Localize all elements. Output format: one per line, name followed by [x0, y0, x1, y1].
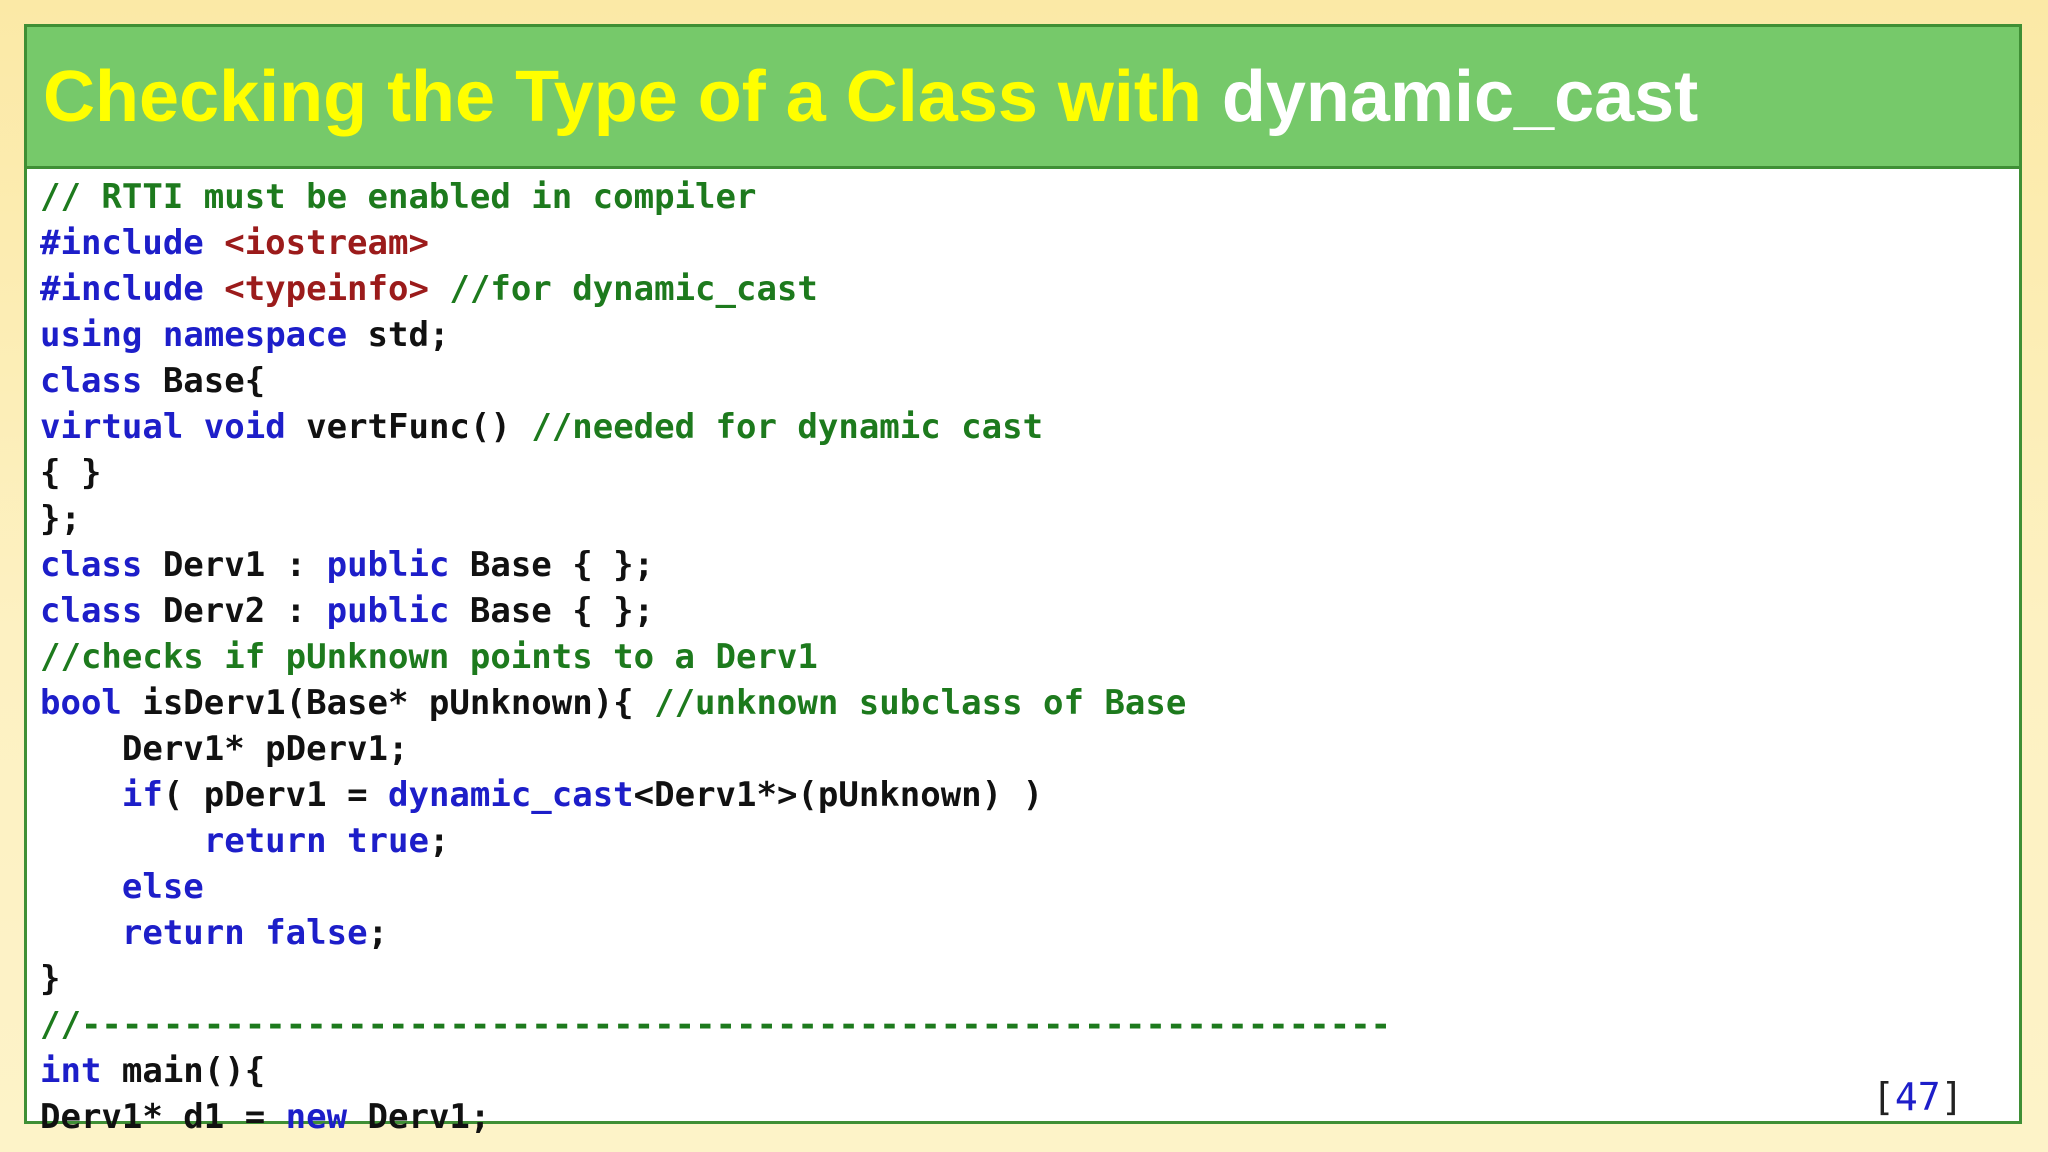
code-token [327, 821, 347, 861]
code-token: using [40, 315, 143, 355]
code-token: class [40, 591, 143, 631]
code-token: else [121, 867, 204, 907]
page-number-value: 47 [1894, 1075, 1941, 1119]
page-number-open-bracket: [ [1872, 1075, 1895, 1119]
code-line: virtual void vertFunc() //needed for dyn… [40, 404, 1391, 450]
code-line: Derv1* pDerv1; [40, 726, 1391, 772]
code-token: public [326, 545, 450, 585]
code-token: namespace [162, 315, 348, 355]
code-token: new [285, 1097, 348, 1137]
code-line: class Derv1 : public Base { }; [40, 542, 1391, 588]
code-token: std; [347, 315, 450, 355]
code-token: <iostream> [224, 223, 429, 263]
slide-title-part2: dynamic_cast [1221, 57, 1699, 137]
code-token: ( pDerv1 = [162, 775, 389, 815]
code-token: //--------------------------------------… [40, 1005, 1392, 1045]
code-line: return true; [40, 818, 1391, 864]
code-token: // RTTI must be enabled in compiler [40, 177, 757, 217]
code-token: vertFunc() [285, 407, 532, 447]
code-line: return false; [40, 910, 1391, 956]
code-token: Derv1* pDerv1; [40, 729, 409, 769]
code-token: public [326, 591, 450, 631]
slide-title: Checking the Type of a Class with dynami… [43, 57, 1698, 137]
code-line: else [40, 864, 1391, 910]
code-line: class Derv2 : public Base { }; [40, 588, 1391, 634]
code-token: //checks if pUnknown points to a Derv1 [40, 637, 818, 677]
code-token: void [203, 407, 286, 447]
code-block: // RTTI must be enabled in compiler#incl… [40, 174, 1391, 1140]
code-token: if [121, 775, 163, 815]
code-line: class Base{ [40, 358, 1391, 404]
code-token: true [347, 821, 429, 861]
code-token: class [40, 545, 143, 585]
code-token: bool [40, 683, 122, 723]
code-token: <Derv1*>(pUnknown) ) [633, 775, 1044, 815]
code-token: virtual [40, 407, 184, 447]
code-token [40, 867, 122, 907]
code-token: { } [40, 453, 102, 493]
code-line: //checks if pUnknown points to a Derv1 [40, 634, 1391, 680]
title-bar: Checking the Type of a Class with dynami… [27, 27, 2019, 169]
code-line: using namespace std; [40, 312, 1391, 358]
code-line: int main(){ [40, 1048, 1391, 1094]
code-token: dynamic_cast [388, 775, 634, 815]
code-token: Base{ [142, 361, 266, 401]
code-token [40, 913, 122, 953]
code-line: { } [40, 450, 1391, 496]
code-token: false [265, 913, 368, 953]
code-token: class [40, 361, 143, 401]
page-number: [47] [1872, 1074, 1964, 1120]
code-line: } [40, 956, 1391, 1002]
code-token [142, 315, 162, 355]
code-line: if( pDerv1 = dynamic_cast<Derv1*>(pUnkno… [40, 772, 1391, 818]
code-token: #include [40, 269, 225, 309]
code-token: int [40, 1051, 102, 1091]
code-token: #include [40, 223, 225, 263]
code-token [40, 775, 122, 815]
code-token: //for dynamic_cast [428, 269, 818, 309]
code-token: Base { }; [449, 545, 655, 585]
code-token: <typeinfo> [224, 269, 429, 309]
code-token: //needed for dynamic cast [531, 407, 1044, 447]
code-line: //--------------------------------------… [40, 1002, 1391, 1048]
code-token: Base { }; [449, 591, 655, 631]
code-token [245, 913, 265, 953]
code-token: return [203, 821, 327, 861]
code-token: return [121, 913, 245, 953]
code-token [40, 821, 204, 861]
page-number-close-bracket: ] [1940, 1075, 1964, 1119]
code-line: // RTTI must be enabled in compiler [40, 174, 1391, 220]
code-line: #include <iostream> [40, 220, 1391, 266]
code-token: } [40, 959, 61, 999]
code-token: Derv1* d1 = [40, 1097, 286, 1137]
code-line: Derv1* d1 = new Derv1; [40, 1094, 1391, 1140]
code-token [183, 407, 203, 447]
code-line: }; [40, 496, 1391, 542]
code-line: bool isDerv1(Base* pUnknown){ //unknown … [40, 680, 1391, 726]
code-token: Derv2 : [142, 591, 327, 631]
slide-title-part1: Checking the Type of a Class with [43, 57, 1222, 137]
slide: Checking the Type of a Class with dynami… [24, 24, 2022, 1124]
code-token: ; [367, 913, 389, 953]
code-token: main(){ [101, 1051, 266, 1091]
code-token: //unknown subclass of Base [654, 683, 1187, 723]
code-line: #include <typeinfo> //for dynamic_cast [40, 266, 1391, 312]
code-token: Derv1 : [142, 545, 327, 585]
code-token: }; [40, 499, 81, 539]
code-token: isDerv1(Base* pUnknown){ [121, 683, 655, 723]
code-token: Derv1; [347, 1097, 491, 1137]
code-token: ; [428, 821, 450, 861]
